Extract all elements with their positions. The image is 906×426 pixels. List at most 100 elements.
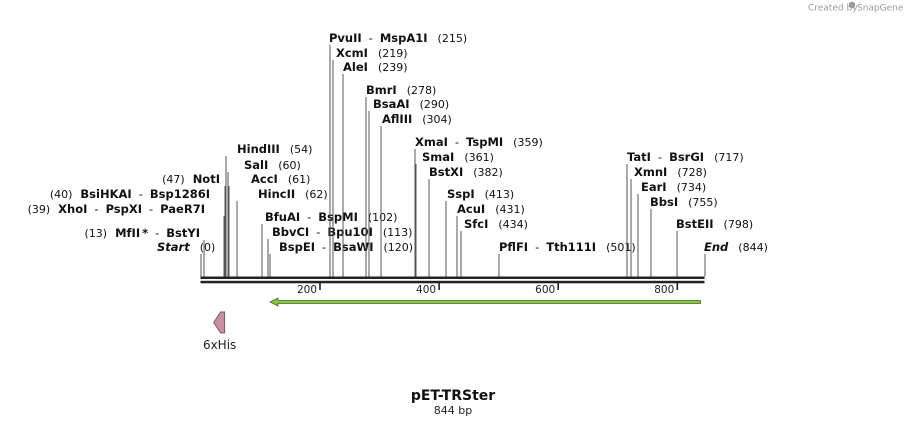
enzyme-name: TatI xyxy=(627,150,651,164)
enzyme-name: BfuAI xyxy=(265,210,300,224)
restriction-site-label[interactable]: SmaI (361) xyxy=(422,150,494,164)
restriction-site-label[interactable]: AflIII (304) xyxy=(382,112,452,126)
restriction-site-label[interactable]: EarI(734) xyxy=(641,180,706,194)
enzyme-name: TspMI xyxy=(466,135,503,149)
restriction-site-label[interactable]: (47)NotI xyxy=(162,172,220,186)
enzyme-name: AccI xyxy=(251,172,278,186)
sequence-endpoint-label[interactable]: Start (0) xyxy=(157,240,215,254)
site-position: (717) xyxy=(714,151,744,164)
restriction-site-label[interactable]: (13)MfII*-BstYI xyxy=(85,226,201,240)
restriction-site-label[interactable]: HincII(62) xyxy=(258,187,328,201)
name-separator: - xyxy=(322,240,326,254)
site-position: (13) xyxy=(85,227,108,240)
enzyme-name: AflIII xyxy=(382,112,412,126)
enzyme-name: EarI xyxy=(641,180,667,194)
enzyme-name: AcuI xyxy=(457,202,485,216)
backbone-top-strand xyxy=(200,276,705,279)
restriction-site-label[interactable]: AcuI (431) xyxy=(457,202,525,216)
enzyme-name: BstEII xyxy=(676,217,714,231)
restriction-site-label[interactable]: (40)BsiHKAI-Bsp1286I xyxy=(50,187,210,201)
restriction-site-label[interactable]: SspI(413) xyxy=(447,187,514,201)
site-position: (239) xyxy=(378,61,408,74)
name-separator: - xyxy=(455,135,459,149)
site-position: (431) xyxy=(495,203,525,216)
snapgene-logo-icon xyxy=(849,1,855,9)
enzyme-name: SmaI xyxy=(422,150,454,164)
enzyme-name: BbsI xyxy=(650,195,678,209)
restriction-site-label[interactable]: PflFI-Tth111I (501) xyxy=(499,240,636,254)
restriction-site-label[interactable]: XmaI-TspMI(359) xyxy=(415,135,543,149)
sequence-endpoint-label[interactable]: End (844) xyxy=(704,240,768,254)
restriction-site-label[interactable]: BspEI-BsaWI(120) xyxy=(279,240,413,254)
site-position: (290) xyxy=(420,98,450,111)
feature-label: 6xHis xyxy=(203,338,236,352)
enzyme-name: AleI xyxy=(343,60,368,74)
ruler-tick-label: 800 xyxy=(654,284,674,296)
enzyme-name: NotI xyxy=(193,172,220,186)
restriction-site-label[interactable]: XmnI(728) xyxy=(634,165,707,179)
enzyme-name: BbvCI xyxy=(272,225,309,239)
enzyme-name: Start xyxy=(157,240,190,254)
restriction-site-label[interactable]: BfuAI-BspMI(102) xyxy=(265,210,397,224)
sequence-name: pET-TRSter xyxy=(411,388,495,404)
backbone xyxy=(200,276,705,284)
enzyme-name: BsrGI xyxy=(669,150,704,164)
site-position: (0) xyxy=(200,241,216,254)
restriction-site-label[interactable]: BstEII (798) xyxy=(676,217,753,231)
site-position: (501) xyxy=(606,241,636,254)
site-position: (361) xyxy=(464,151,494,164)
restriction-site-label[interactable]: BstXI(382) xyxy=(429,165,503,179)
site-position: (60) xyxy=(278,159,301,172)
credit-brand: SnapGene xyxy=(857,4,904,14)
site-position: (382) xyxy=(473,166,503,179)
restriction-site-label[interactable]: SalI (60) xyxy=(244,158,301,172)
ruler-tick-label: 200 xyxy=(297,284,317,296)
enzyme-name: PvuII xyxy=(329,31,362,45)
feature-6xhis[interactable]: 6xHis xyxy=(203,311,236,352)
enzyme-name: BspEI xyxy=(279,240,315,254)
site-position: (120) xyxy=(383,241,413,254)
site-position: (102) xyxy=(368,211,398,224)
site-position: (844) xyxy=(738,241,768,254)
site-labels: Start(0)(13)MfII*-BstYI(39)XhoI-PspXI-Pa… xyxy=(28,31,768,254)
site-position: (278) xyxy=(407,84,437,97)
enzyme-name: XhoI xyxy=(58,202,87,216)
restriction-site-label[interactable]: SfcI(434) xyxy=(464,217,528,231)
enzyme-name: End xyxy=(704,240,729,254)
restriction-site-label[interactable]: AleI (239) xyxy=(343,60,408,74)
site-position: (39) xyxy=(28,203,51,216)
enzyme-name: SalI xyxy=(244,158,268,172)
restriction-site-label[interactable]: BbvCI-Bpu10I(113) xyxy=(272,225,412,239)
backbone-bottom-strand xyxy=(200,280,705,284)
name-separator: - xyxy=(316,225,320,239)
site-position: (62) xyxy=(305,188,328,201)
name-separator: - xyxy=(658,150,662,164)
restriction-site-label[interactable]: AccI(61) xyxy=(251,172,310,186)
sequence-title: pET-TRSter 844 bp xyxy=(411,388,495,417)
name-separator: - xyxy=(94,202,98,216)
restriction-site-label[interactable]: BsaAI(290) xyxy=(373,97,449,111)
enzyme-name: Bpu10I xyxy=(327,225,372,239)
restriction-site-label[interactable]: XcmI(219) xyxy=(336,46,408,60)
site-position: (798) xyxy=(724,218,754,231)
restriction-site-label[interactable]: HindIII(54) xyxy=(237,142,312,156)
snapgene-credit: Created by SnapGene xyxy=(808,1,904,14)
enzyme-name: Tth111I xyxy=(546,240,596,254)
enzyme-name: BspMI xyxy=(318,210,358,224)
name-separator: - xyxy=(535,240,539,254)
restriction-site-label[interactable]: (39)XhoI-PspXI-PaeR7I xyxy=(28,202,205,216)
name-separator: - xyxy=(139,187,143,201)
site-position: (728) xyxy=(677,166,707,179)
restriction-site-label[interactable]: BmrI(278) xyxy=(366,83,436,97)
feature-orf-arrow[interactable] xyxy=(269,297,701,307)
restriction-site-label[interactable]: PvuII-MspA1I(215) xyxy=(329,31,467,45)
site-position: (304) xyxy=(422,113,452,126)
enzyme-name: XcmI xyxy=(336,46,368,60)
restriction-site-label[interactable]: BbsI(755) xyxy=(650,195,718,209)
enzyme-name: PflFI xyxy=(499,240,528,254)
enzyme-name: MspA1I xyxy=(380,31,428,45)
enzyme-name: BstYI xyxy=(166,226,200,240)
restriction-site-label[interactable]: TatI-BsrGI (717) xyxy=(627,150,744,164)
site-leader-lines xyxy=(200,45,706,277)
